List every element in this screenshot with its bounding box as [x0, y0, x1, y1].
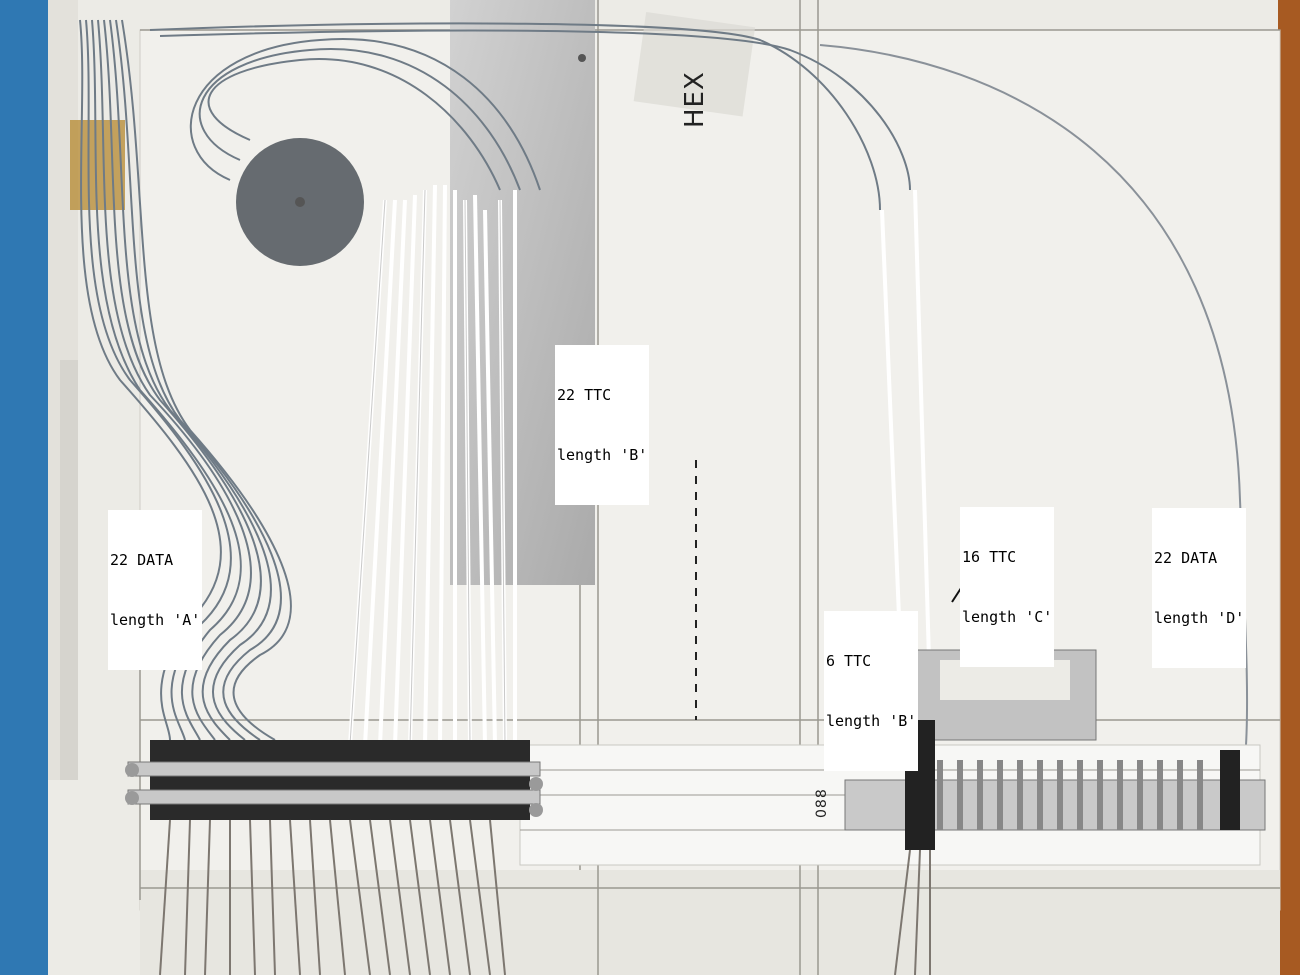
label-22-data-d-line2: length 'D': [1154, 609, 1245, 627]
label-6-ttc-b-line1: 6 TTC: [826, 652, 872, 670]
board-mark-dim-center: 088: [814, 788, 830, 818]
label-6-ttc-b: 6 TTC length 'B': [824, 611, 919, 771]
left-connector-block: [150, 740, 530, 820]
label-6-ttc-b-line2: length 'B': [826, 712, 917, 730]
label-16-ttc-c-line1: 16 TTC: [962, 548, 1017, 566]
label-16-ttc-c: 16 TTC length 'C': [960, 507, 1055, 667]
label-22-data-d: 22 DATA length 'D': [1152, 508, 1247, 668]
label-22-data-d-line1: 22 DATA: [1154, 549, 1218, 567]
label-22-data-a: 22 DATA length 'A': [108, 510, 203, 670]
label-16-ttc-c-line2: length 'C': [962, 608, 1053, 626]
label-22-ttc-b-line2: length 'B': [557, 446, 648, 464]
label-22-data-a-line1: 22 DATA: [110, 551, 174, 569]
label-22-data-a-line2: length 'A': [110, 611, 201, 629]
label-22-ttc-b: 22 TTC length 'B': [555, 345, 650, 505]
board-mark-hex: HEX: [680, 71, 710, 128]
label-22-ttc-b-line1: 22 TTC: [557, 386, 612, 404]
